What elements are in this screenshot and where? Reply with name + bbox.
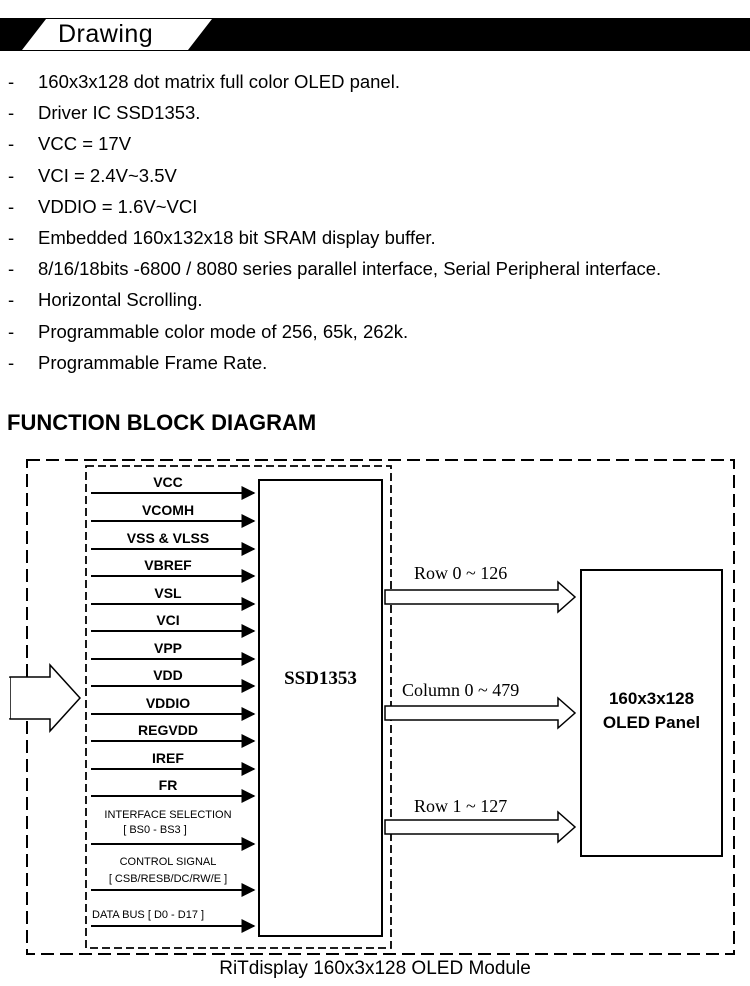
feature-item: -Embedded 160x132x18 bit SRAM display bu… [8,226,436,248]
signal-label-vddio: VDDIO [145,695,191,711]
chip-label: SSD1353 [284,668,357,689]
signal-label-vci: VCI [156,612,180,628]
signal-label-vss-vlss: VSS & VLSS [126,530,210,546]
feature-item: -VDDIO = 1.6V~VCI [8,195,198,217]
panel-label-line2: OLED Panel [602,713,701,732]
signal-label-vbref: VBREF [144,557,192,573]
section-header-bar: Drawing [0,18,750,51]
bus-arrow-column [384,696,577,730]
feature-item: -Programmable color mode of 256, 65k, 26… [8,320,409,342]
signal-label-vdd: VDD [153,667,183,683]
bus-label-column: Column 0 ~ 479 [402,680,520,700]
bus-label-row-even: Row 0 ~ 126 [414,563,508,583]
feature-item: -VCC = 17V [8,133,132,155]
feature-list: -160x3x128 dot matrix full color OLED pa… [0,66,750,378]
external-input-arrow [9,663,82,733]
bus-arrow-row-even [384,580,577,614]
module-caption: RiTdisplay 160x3x128 OLED Module [219,958,531,979]
feature-item: -Programmable Frame Rate. [8,351,268,373]
panel-box [580,569,723,857]
signal-label-iref: IREF [152,750,184,766]
section-title: FUNCTION BLOCK DIAGRAM [7,410,317,435]
panel-label: 160x3x128 OLED Panel [581,687,722,735]
interface-selection-label: INTERFACE SELECTION [104,809,232,821]
chip-box [258,479,383,937]
bus-label-row-odd: Row 1 ~ 127 [414,796,508,816]
panel-label-line1: 160x3x128 [608,689,695,708]
signal-label-vpp: VPP [153,640,182,656]
signal-label-vcc: VCC [153,474,183,490]
section-header-title: Drawing [58,20,154,48]
feature-item: -VCI = 2.4V~3.5V [8,164,177,186]
feature-item: -160x3x128 dot matrix full color OLED pa… [8,71,400,92]
signal-label-fr: FR [158,777,178,793]
signal-label-regvdd: REGVDD [138,722,198,738]
data-bus-label: DATA BUS [ D0 - D17 ] [92,909,205,921]
function-block-diagram: VCC VCOMH VSS & VLSS VBREF VSL VCI VPP V… [0,446,750,986]
control-signal-pins: [ CSB/RESB/DC/RW/E ] [108,873,228,885]
signal-label-vsl: VSL [154,585,182,601]
signal-label-vcomh: VCOMH [141,502,195,518]
control-signal-label: CONTROL SIGNAL [119,856,217,868]
bus-arrow-row-odd [384,810,577,844]
section-header-tab: Drawing [0,18,214,51]
feature-item: -Driver IC SSD1353. [8,102,201,124]
interface-selection-pins: [ BS0 - BS3 ] [123,824,187,836]
feature-item: -8/16/18bits -6800 / 8080 series paralle… [8,258,662,280]
feature-item: -Horizontal Scrolling. [8,289,203,311]
